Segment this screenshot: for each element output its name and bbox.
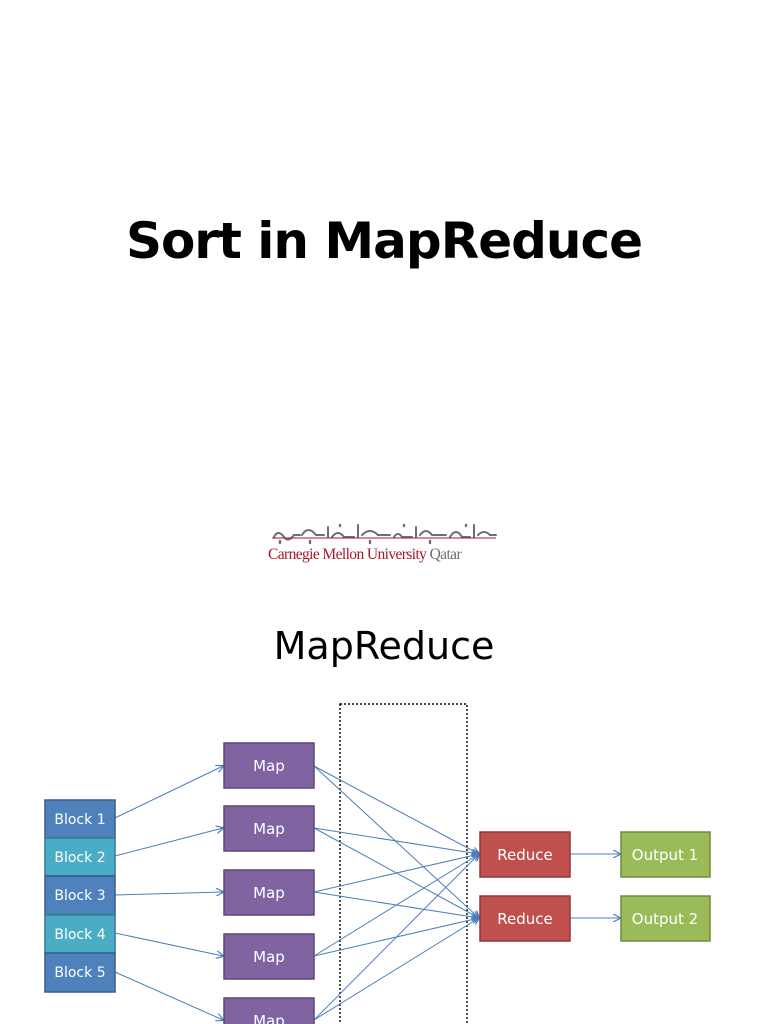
block-to-map-arrows [114,766,223,1020]
mapreduce-diagram: Block 1 Block 2 Block 3 Block 4 Block 5 … [44,703,711,1024]
logo-campus-name: Qatar [429,546,462,563]
block-box: Block 4 [44,914,116,954]
map-label: Map [253,757,285,775]
map-label: Map [253,1012,285,1024]
output-label: Output 2 [632,910,698,928]
reduce-box: Reduce [479,831,571,878]
block-label: Block 5 [54,965,105,981]
shuffle-region [339,703,468,1024]
block-label: Block 2 [54,850,105,866]
map-label: Map [253,884,285,902]
map-box: Map [223,742,315,789]
cmu-qatar-logo: Carnegie Mellon University Qatar [268,521,500,565]
arabic-logo-script [272,523,497,545]
map-to-reduce-arrows [313,765,479,1021]
outputs: Output 1 Output 2 [620,831,711,942]
slide-divider [0,576,768,577]
logo-university-name: Carnegie Mellon University [268,546,427,563]
map-box: Map [223,805,315,852]
slide-title: Sort in MapReduce [125,212,643,270]
input-blocks: Block 1 Block 2 Block 3 Block 4 Block 5 [44,799,116,993]
block-box: Block 2 [44,837,116,877]
block-label: Block 1 [54,812,105,828]
block-box: Block 3 [44,875,116,916]
map-box: Map [223,997,315,1024]
block-label: Block 3 [54,888,105,904]
map-box: Map [223,933,315,980]
reduce-label: Reduce [497,846,552,864]
output-box: Output 1 [620,831,711,878]
reduce-box: Reduce [479,895,571,942]
map-box: Map [223,869,315,916]
map-label: Map [253,820,285,838]
reduce-tasks: Reduce Reduce [479,831,571,942]
map-label: Map [253,948,285,966]
output-label: Output 1 [632,846,698,864]
block-label: Block 4 [54,927,105,943]
reduce-label: Reduce [497,910,552,928]
map-tasks: Map Map Map Map Map [223,742,315,1024]
slide-title-mapreduce: MapReduce [273,624,495,668]
block-box: Block 1 [44,799,116,839]
output-box: Output 2 [620,895,711,942]
block-box: Block 5 [44,952,116,993]
reduce-to-output-arrows [570,854,620,918]
